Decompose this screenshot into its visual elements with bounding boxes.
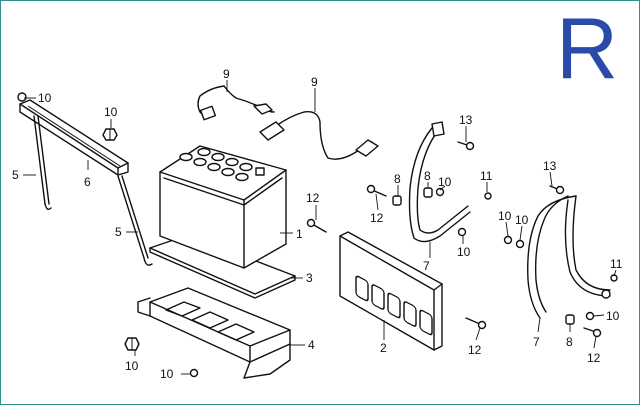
part-2-side-plate — [339, 231, 443, 351]
part-10-bolt-tray-bottom — [189, 368, 199, 378]
callout-10-tray-left: 10 — [125, 359, 139, 373]
callout-5-right: 5 — [115, 225, 122, 239]
callout-5-left: 5 — [12, 168, 19, 182]
callout-10-bracket-a: 10 — [438, 175, 452, 189]
part-10-bolt-holddown-left — [17, 92, 27, 102]
callout-10-holddown: 10 — [38, 91, 52, 105]
part-11-bolt-left — [484, 192, 492, 200]
callout-10-right-a: 10 — [498, 209, 512, 223]
callout-10-bracket-b: 10 — [457, 245, 471, 259]
callout-8-c: 8 — [566, 335, 573, 349]
part-12-bolt-plate-left — [306, 218, 327, 233]
callout-labels: 10 10 5 6 5 9 9 1 3 4 10 10 2 12 12 8 8 … — [12, 67, 623, 381]
part-9-cable-right — [259, 111, 379, 160]
callout-13-left: 13 — [459, 113, 473, 127]
callout-3: 3 — [306, 271, 313, 285]
part-8-clip-c — [565, 314, 575, 325]
callout-12-plate-left: 12 — [306, 191, 320, 205]
callout-10-right-b: 10 — [515, 213, 529, 227]
leader-lines — [23, 80, 617, 375]
callout-11-right: 11 — [610, 257, 623, 271]
part-10-nut-bracket-a — [435, 187, 445, 197]
part-6-hold-down-bar — [19, 99, 129, 176]
part-10-nut-top — [102, 128, 118, 141]
part-10-nut-right-c — [585, 311, 595, 321]
part-13-bolt-right — [549, 185, 565, 195]
section-letter: R — [556, 1, 619, 97]
callout-12-plate-right: 12 — [468, 343, 482, 357]
part-4-battery-tray — [137, 287, 291, 379]
part-12-bolt-right — [583, 327, 602, 338]
part-9-cable-left — [197, 85, 275, 121]
callout-10-tray-bottom: 10 — [160, 367, 174, 381]
callout-1: 1 — [296, 227, 303, 241]
part-12-bolt-plate-right — [465, 317, 487, 330]
callout-9-left: 9 — [223, 67, 230, 81]
part-13-bolt-left — [457, 141, 475, 151]
callout-12-bracket-left: 12 — [370, 211, 384, 225]
callout-8-b: 8 — [424, 169, 431, 183]
part-7-bracket-right — [527, 195, 611, 319]
callout-11-left: 11 — [480, 169, 493, 183]
part-10-nut-bracket-b — [457, 227, 467, 237]
part-10-nut-right-a — [503, 235, 513, 245]
callout-2: 2 — [380, 341, 387, 355]
part-8-clip-b — [423, 187, 433, 198]
callout-6: 6 — [84, 175, 91, 189]
callout-7-right: 7 — [533, 335, 540, 349]
callout-13-right: 13 — [543, 159, 557, 173]
callout-7-left: 7 — [423, 259, 430, 273]
callout-10-nut-top: 10 — [104, 105, 118, 119]
part-12-bolt-bracket-left — [366, 184, 387, 197]
callout-4: 4 — [308, 338, 315, 352]
part-1-battery — [159, 145, 287, 269]
part-10-nut-right-b — [515, 239, 525, 249]
part-10-nut-tray-left — [124, 337, 140, 351]
callout-8-a: 8 — [394, 172, 401, 186]
callout-12-right: 12 — [587, 351, 601, 365]
part-8-clip-a — [392, 195, 402, 206]
part-5-j-bolt-left — [33, 115, 52, 211]
callout-10-right-c: 10 — [606, 309, 620, 323]
callout-9-right: 9 — [311, 75, 318, 89]
part-7-bracket-left — [408, 121, 471, 243]
part-5-j-bolt-right — [117, 175, 153, 266]
